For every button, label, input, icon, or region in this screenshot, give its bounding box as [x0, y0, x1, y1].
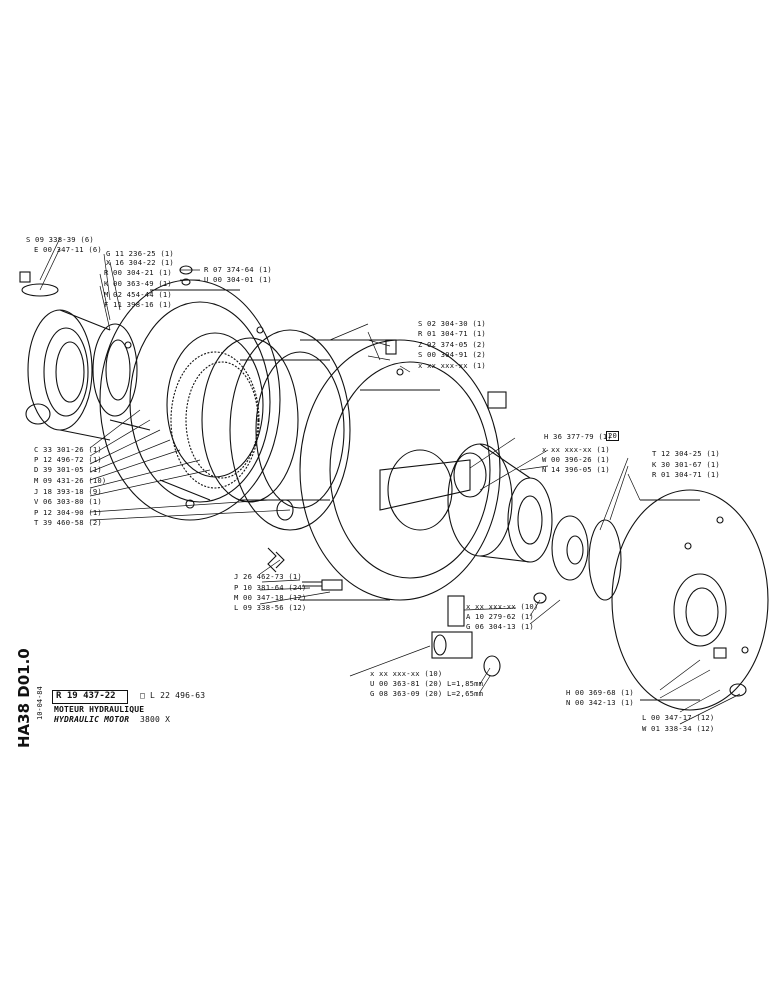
part-label: S 02 304-30 (1) [418, 319, 486, 328]
thin-plate [201, 337, 299, 503]
part-label: X 16 304-22 (1) [106, 258, 174, 267]
part-label: D 39 301-05 (1) [34, 465, 102, 474]
part-label: R 01 304-71 (1) [652, 470, 720, 479]
bearing-ring [92, 323, 138, 417]
seal-cover [21, 283, 111, 441]
front-housing [99, 279, 281, 521]
part-label: G 06 304-13 (1) [466, 622, 534, 631]
part-label: H 00 369-68 (1) [566, 688, 634, 697]
title-fr: MOTEUR HYDRAULIQUE [54, 705, 145, 714]
part-label: S 00 304-91 (2) [418, 350, 486, 359]
o-ring [588, 519, 622, 601]
part-label: G 08 363-09 (20) L=2,65mm [370, 689, 484, 698]
part-label: A 10 279-62 (1) [466, 612, 534, 621]
part-label: T 39 460-58 (2) [34, 518, 102, 527]
part-label: x xx xxx-xx (10) [466, 602, 539, 611]
ref-alt-number: □ L 22 496-63 [140, 691, 206, 700]
part-label: M 00 347-18 (12) [234, 593, 307, 602]
cylinder-block [229, 329, 351, 531]
part-label: V 06 303-80 (1) [34, 497, 102, 506]
part-label: K 30 301-67 (1) [652, 460, 720, 469]
part-label: N 00 342-13 (1) [566, 698, 634, 707]
part-label: C 33 301-26 (1) [34, 445, 102, 454]
gear-ring [170, 351, 260, 489]
part-label: P 12 304-90 (1) [34, 508, 102, 517]
part-label: R 07 374-64 (1) [204, 265, 272, 274]
part-label: W 00 396-26 (1) [542, 455, 610, 464]
part-label: Z 02 374-05 (2) [418, 340, 486, 349]
main-housing [299, 339, 501, 601]
part-label: S 09 338-39 (6) [26, 235, 94, 244]
part-label: T 12 304-25 (1) [652, 449, 720, 458]
part-label: H 36 377-79 (1) [544, 432, 612, 441]
part-label: J 26 462-73 (1) [234, 572, 302, 581]
part-label: U 00 304-01 (1) [204, 275, 272, 284]
sheet-code: HA38 D01.0 [15, 648, 33, 748]
small-parts [19, 265, 747, 697]
part-label: K 00 363-49 (1) [104, 279, 172, 288]
springs [267, 547, 343, 591]
rear-cover [611, 489, 769, 711]
leader-lines [39, 237, 741, 725]
part-label: M 02 454-44 (1) [104, 290, 172, 299]
part-label: G 11 236-25 (1) [106, 249, 174, 258]
valve-block [431, 595, 501, 677]
part-label: 20 [606, 431, 620, 441]
part-label: R 00 304-21 (1) [104, 268, 172, 277]
sheet-date: 10-04-84 [36, 686, 44, 720]
part-label: x xx xxx-xx (10) [370, 669, 443, 678]
output-hub [447, 443, 589, 581]
part-label: E 00 347-11 (6) [34, 245, 102, 254]
part-label: L 09 338-56 (12) [234, 603, 307, 612]
part-label: J 18 393-18 (9) [34, 487, 102, 496]
title-en: HYDRAULIC MOTOR [54, 715, 130, 724]
part-label: R 01 304-71 (1) [418, 329, 486, 338]
part-label: M 09 431-26 (10) [34, 476, 107, 485]
part-label: P 12 496-72 (1) [34, 455, 102, 464]
part-label: W 01 338-34 (12) [642, 724, 715, 733]
ref-box: R 19 437-22 [52, 690, 128, 704]
part-label: U 00 363-81 (20) L=1,85mm [370, 679, 484, 688]
model: 3800 X [140, 715, 171, 724]
part-label: P 10 381-64 (24) [234, 583, 307, 592]
shaft [379, 452, 487, 511]
part-label: L 00 347-17 (12) [642, 713, 715, 722]
ref-number: R 19 437-22 [56, 691, 116, 701]
part-label: x xx xxx-xx (1) [418, 361, 486, 370]
part-label: N 14 396-05 (1) [542, 465, 610, 474]
part-label: F 11 398-16 (1) [104, 300, 172, 309]
part-label: x xx xxx-xx (1) [542, 445, 610, 454]
